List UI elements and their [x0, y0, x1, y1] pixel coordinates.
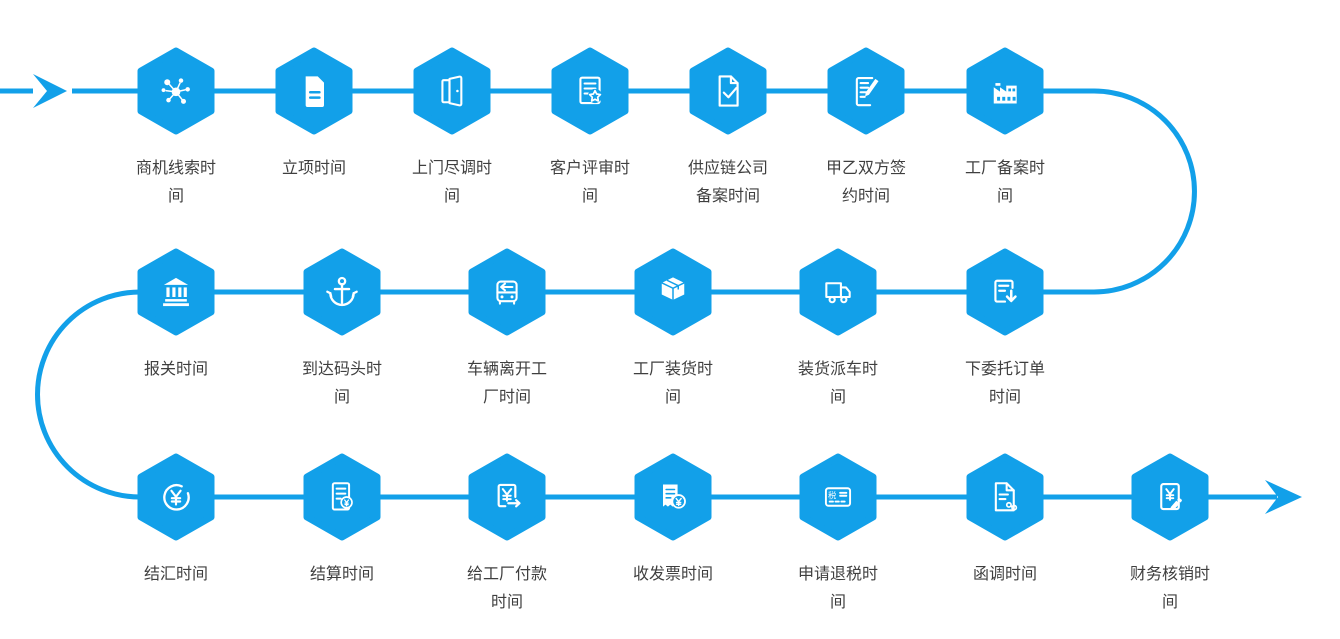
flow-node: 报关时间	[110, 248, 242, 384]
hexagon-background	[966, 453, 1044, 541]
bus-depart-icon	[496, 280, 518, 305]
package-box-icon	[661, 277, 685, 300]
node-label: 报关时间	[143, 361, 208, 378]
hexagon-shape	[137, 47, 215, 135]
flow-node: 工厂装货时间	[607, 248, 739, 412]
hexagon-shape	[413, 47, 491, 135]
node-label: 商机线索时间	[135, 160, 216, 205]
hexagon-background	[413, 47, 491, 135]
document-star-icon	[579, 76, 603, 105]
hexagon-shape	[137, 453, 215, 541]
node-label: 装货派车时间	[797, 361, 878, 406]
node-label: 客户评审时间	[549, 160, 630, 205]
hexagon-background	[827, 47, 905, 135]
node-label: 结算时间	[309, 566, 374, 583]
hexagon-shape	[689, 47, 767, 135]
flow-node: 给工厂付款时间	[441, 453, 573, 617]
flow-node: 税 申请退税时间	[772, 453, 904, 617]
flow-end-arrow-icon	[1265, 480, 1302, 514]
flow-node: 财务核销时间	[1104, 453, 1236, 617]
flow-node: 立项时间	[248, 47, 380, 183]
node-label: 收发票时间	[632, 566, 713, 583]
hexagon-shape	[1131, 453, 1209, 541]
document-check-icon	[718, 75, 739, 107]
hexagon-shape	[634, 248, 712, 336]
factory-icon	[993, 83, 1017, 104]
flow-node: 结汇时间	[110, 453, 242, 589]
hexagon-background	[303, 453, 381, 541]
node-label: 下委托订单时间	[964, 361, 1045, 406]
node-label: 工厂装货时间	[632, 361, 713, 406]
flow-node: 供应链公司备案时间	[662, 47, 794, 211]
hexagon-shape	[551, 47, 629, 135]
hexagon-shape	[303, 453, 381, 541]
hexagon-shape	[966, 47, 1044, 135]
flow-node: 收发票时间	[607, 453, 739, 589]
flow-node: 客户评审时间	[524, 47, 656, 211]
node-label: 甲乙双方签约时间	[825, 160, 906, 205]
flow-node: 车辆离开工厂时间	[441, 248, 573, 412]
hexagon-shape	[468, 453, 546, 541]
anchor-icon	[326, 276, 358, 306]
hexagon-background	[966, 248, 1044, 336]
flow-node: 结算时间	[276, 453, 408, 589]
flow-node: 函调时间	[939, 453, 1071, 589]
flow-node: 装货派车时间	[772, 248, 904, 412]
document-download-icon	[994, 279, 1017, 303]
tax-refund-card-icon: 税	[824, 487, 852, 507]
node-label: 给工厂付款时间	[466, 566, 547, 611]
node-label: 财务核销时间	[1129, 566, 1210, 611]
flow-node: 上门尽调时间	[386, 47, 518, 211]
writeoff-document-icon	[1160, 483, 1182, 511]
payment-transfer-icon	[497, 483, 521, 508]
flow-node: 下委托订单时间	[939, 248, 1071, 412]
node-label: 到达码头时间	[301, 361, 382, 406]
truck-icon	[825, 282, 851, 304]
hexagon-shape	[966, 248, 1044, 336]
node-label: 立项时间	[281, 160, 346, 177]
node-label: 供应链公司备案时间	[687, 160, 768, 205]
hexagon-shape: 税	[799, 453, 877, 541]
network-icon	[161, 78, 190, 104]
hexagon-shape	[634, 453, 712, 541]
hexagon-shape	[303, 248, 381, 336]
flow-start-arrow-icon	[33, 74, 67, 108]
node-label: 结汇时间	[143, 566, 208, 583]
hexagon-shape	[468, 248, 546, 336]
svg-text:税: 税	[828, 490, 837, 500]
hexagon-shape	[966, 453, 1044, 541]
flow-node: 到达码头时间	[276, 248, 408, 412]
node-label: 申请退税时间	[797, 566, 878, 611]
letter-inquiry-icon	[994, 482, 1018, 512]
customs-bank-icon	[163, 277, 189, 307]
node-label: 工厂备案时间	[964, 160, 1045, 205]
flow-node: 商机线索时间	[110, 47, 242, 211]
node-label: 函调时间	[972, 566, 1037, 583]
node-label: 上门尽调时间	[411, 160, 492, 205]
hexagon-shape	[275, 47, 353, 135]
hexagon-background	[137, 248, 215, 336]
invoice-receipt-icon	[663, 484, 686, 509]
hexagon-shape	[827, 47, 905, 135]
document-pen-icon	[855, 77, 879, 107]
settlement-document-icon	[331, 482, 353, 511]
hexagon-shape	[137, 248, 215, 336]
hexagon-background	[799, 248, 877, 336]
flow-node: 工厂备案时间	[939, 47, 1071, 211]
document-icon	[305, 76, 324, 107]
hexagon-background	[689, 47, 767, 135]
flow-node: 甲乙双方签约时间	[800, 47, 932, 211]
hexagon-background	[799, 453, 877, 541]
yen-circle-icon	[163, 484, 190, 511]
hexagon-shape	[799, 248, 877, 336]
door-icon	[441, 75, 463, 107]
node-label: 车辆离开工厂时间	[466, 361, 547, 406]
